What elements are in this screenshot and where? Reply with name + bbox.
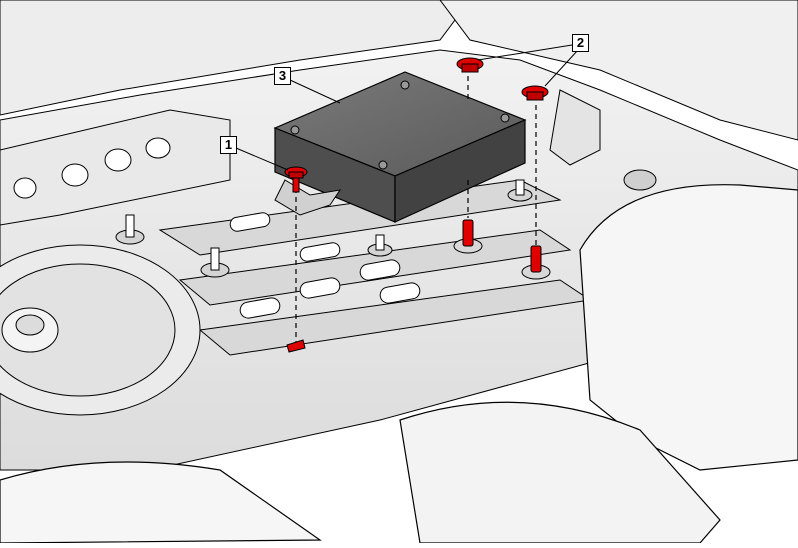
rail-hole: [61, 163, 89, 187]
lower-left-block: [0, 461, 322, 544]
rail-hole: [145, 137, 171, 159]
callout-2: 2: [572, 34, 589, 52]
floor-studs: [115, 179, 533, 278]
upper-body-panel: [0, 0, 471, 116]
stud-icon: [453, 219, 483, 254]
floor-slots: [229, 212, 421, 319]
nut-icon: [456, 57, 484, 73]
hinge-bracket: [549, 89, 601, 166]
mounting-tab: [274, 179, 342, 216]
target-hole: [286, 339, 306, 353]
install-guide-lines: [295, 76, 537, 342]
spare-tire-well: [0, 244, 201, 416]
callout-1: 1: [220, 136, 237, 154]
rail-hole: [104, 148, 132, 172]
nut-icon: [521, 85, 549, 101]
stud-icon: [115, 214, 145, 245]
bolt-icon: [284, 166, 308, 193]
red-studs: [453, 219, 551, 280]
weld-nut: [623, 169, 657, 191]
upper-right-panel: [439, 0, 798, 141]
rail-hole: [13, 177, 37, 199]
callout-3: 3: [274, 67, 291, 85]
module-box: [273, 71, 527, 223]
stud-icon: [507, 179, 533, 202]
lower-mid-block: [399, 401, 721, 544]
stud-icon: [521, 245, 551, 280]
leader-lines: [235, 44, 579, 171]
rear-body-block: [579, 184, 798, 471]
stud-icon: [367, 234, 393, 257]
stud-icon: [200, 247, 230, 278]
